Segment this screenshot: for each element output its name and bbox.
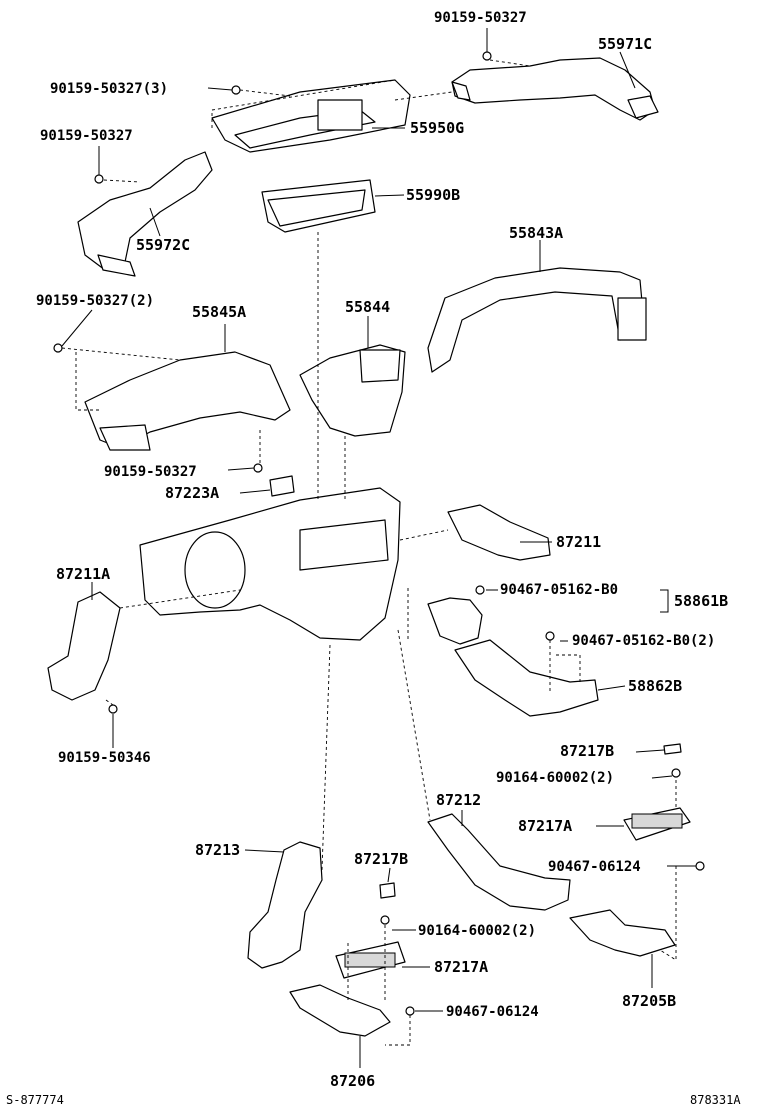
footer: S-877774 878331A: [6, 1093, 741, 1107]
label-58862b: 58862B: [628, 677, 682, 695]
part-heater-unit: [139, 487, 401, 641]
part-58861b: [427, 597, 483, 645]
label-90159-50346: 90159-50346: [58, 750, 151, 766]
part-55990b: [261, 179, 376, 233]
label-90467-05162-b0: 90467-05162-B0: [500, 582, 618, 598]
part-55843a: [427, 267, 647, 373]
label-55972c: 55972C: [136, 236, 190, 254]
dashed-guides: [61, 59, 677, 1046]
label-55950g: 55950G: [410, 119, 464, 137]
label-55971c: 55971C: [598, 35, 652, 53]
label-90159-50327-mid: 90159-50327: [104, 464, 197, 480]
part-87217b-top: [663, 743, 682, 755]
label-90467-06124-top: 90467-06124: [548, 859, 641, 875]
part-87217a-top: [623, 807, 691, 841]
part-55971c: [451, 57, 659, 121]
label-87217b-top: 87217B: [560, 742, 614, 760]
label-90164-60002-2-top: 90164-60002(2): [496, 770, 614, 786]
label-87212: 87212: [436, 791, 481, 809]
part-87212: [427, 813, 571, 911]
label-90164-60002-2-bottom: 90164-60002(2): [418, 923, 536, 939]
footer-right-code: 878331A: [690, 1093, 741, 1107]
label-87217a-bottom: 87217A: [434, 958, 488, 976]
label-87205b: 87205B: [622, 992, 676, 1010]
label-87217b-bottom: 87217B: [354, 850, 408, 868]
label-90159-50327-3: 90159-50327(3): [50, 81, 168, 97]
label-55990b: 55990B: [406, 186, 460, 204]
label-87223a: 87223A: [165, 484, 219, 502]
part-55844: [299, 344, 406, 437]
label-90467-06124-bottom: 90467-06124: [446, 1004, 539, 1020]
label-55844: 55844: [345, 298, 390, 316]
label-87211a: 87211A: [56, 565, 110, 583]
label-55843a: 55843A: [509, 224, 563, 242]
part-87223a: [269, 475, 295, 497]
label-87206: 87206: [330, 1072, 375, 1090]
part-55845a: [84, 351, 291, 451]
part-55950g: [211, 79, 411, 153]
part-55972c: [77, 151, 213, 277]
footer-left-code: S-877774: [6, 1093, 64, 1107]
label-90467-05162-b0-2: 90467-05162-B0(2): [572, 633, 715, 649]
part-58862b: [454, 639, 599, 717]
label-87211: 87211: [556, 533, 601, 551]
label-90159-50327-top: 90159-50327: [434, 10, 527, 26]
part-87205b: [569, 909, 676, 957]
label-87213: 87213: [195, 841, 240, 859]
part-87206: [289, 984, 391, 1037]
fastener-icons: [53, 51, 705, 1016]
leader-lines: [61, 28, 696, 1068]
part-87217b-bottom: [379, 882, 396, 899]
label-90159-50327-2: 90159-50327(2): [36, 293, 154, 309]
part-labels: 90159-50327 55971C 90159-50327(3) 55950G…: [36, 10, 728, 1090]
part-87211: [447, 504, 551, 561]
label-55845a: 55845A: [192, 303, 246, 321]
label-87217a-top: 87217A: [518, 817, 572, 835]
part-87213: [247, 841, 323, 969]
part-87211a: [47, 591, 121, 701]
label-90159-50327-left: 90159-50327: [40, 128, 133, 144]
part-87217a-bottom: [335, 941, 406, 979]
label-58861b: 58861B: [674, 592, 728, 610]
